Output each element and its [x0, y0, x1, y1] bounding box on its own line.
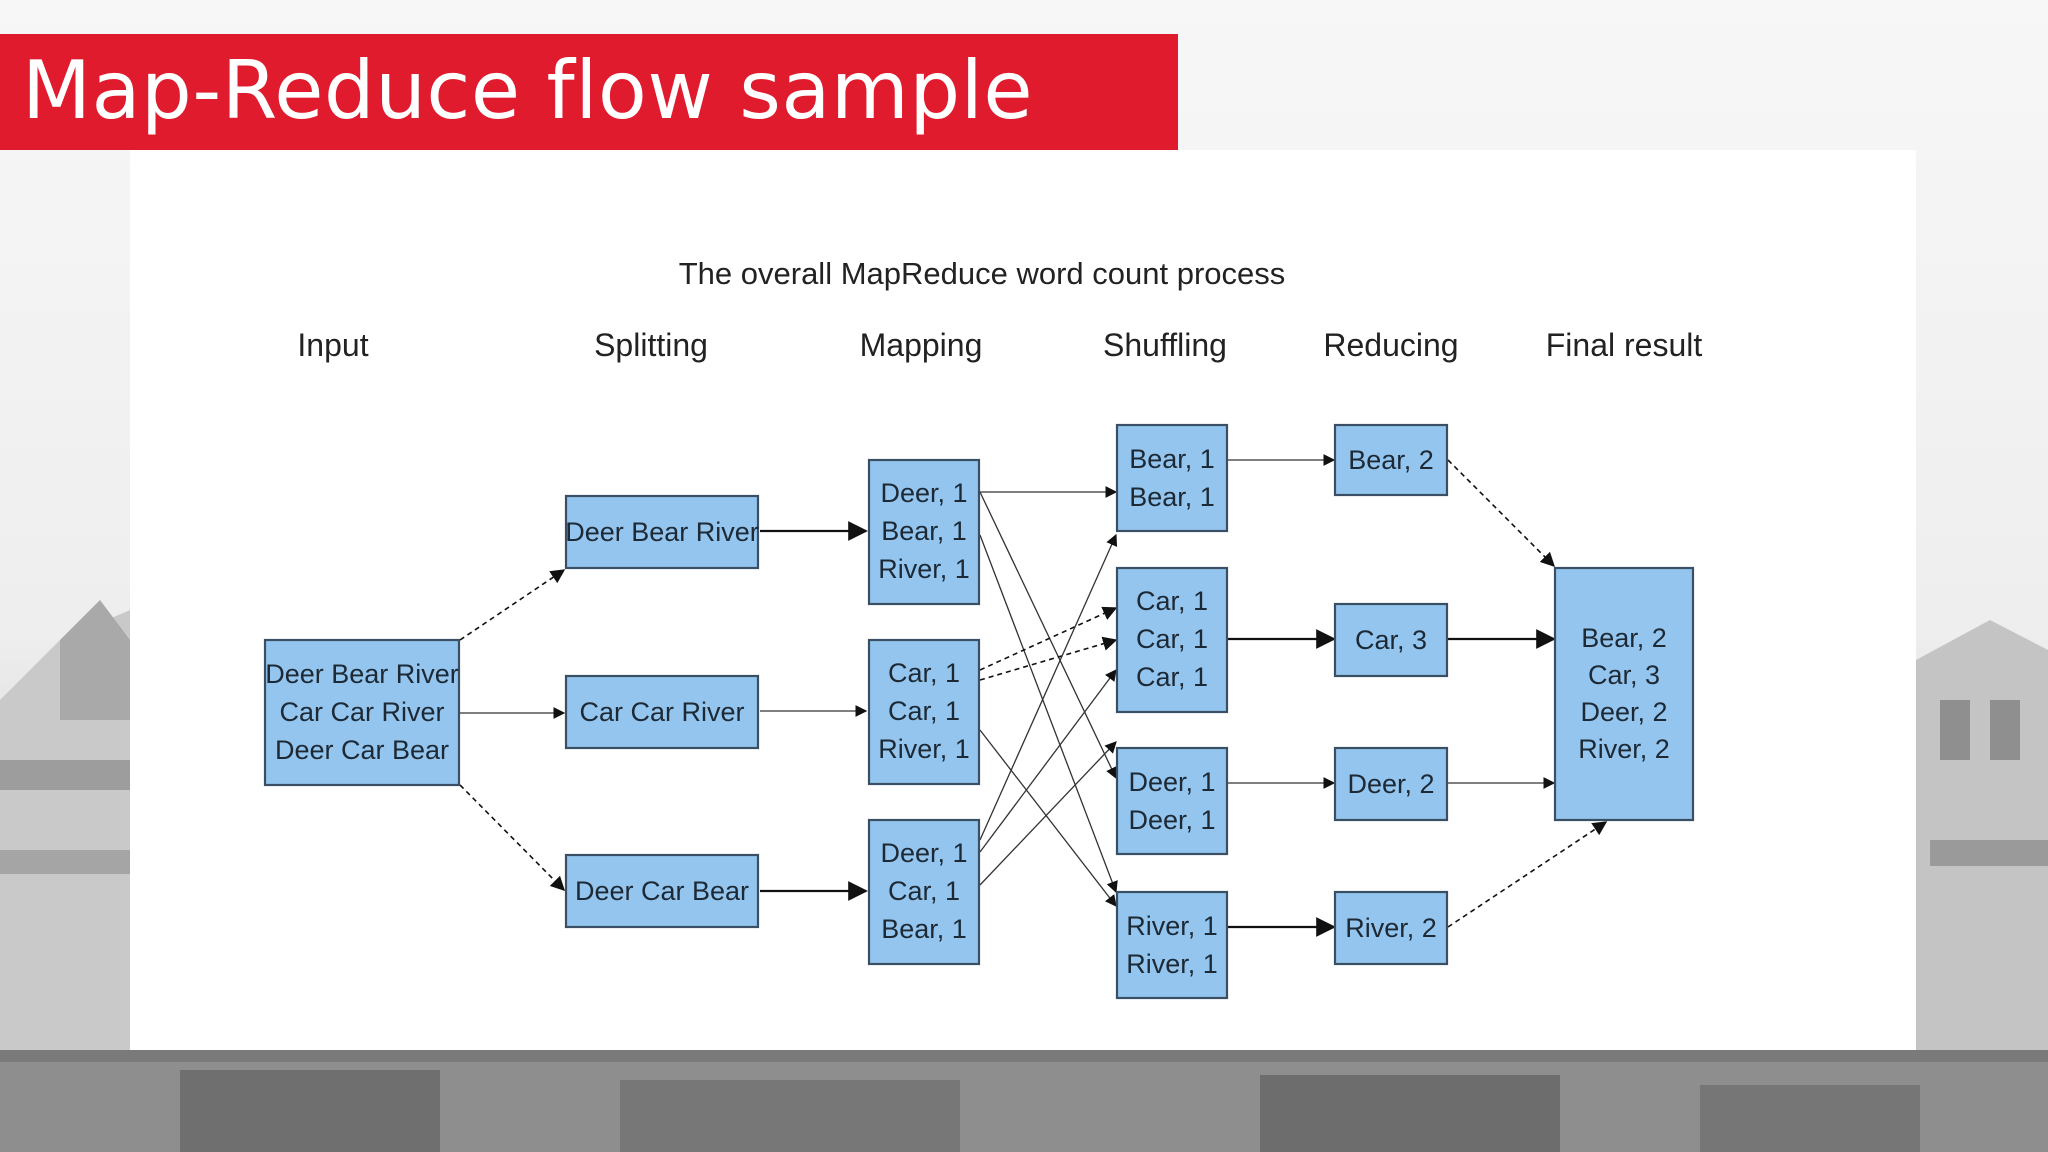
- diagram-caption: The overall MapReduce word count process: [679, 256, 1286, 291]
- edge-map-car2: [979, 636, 1118, 681]
- split-line: Car Car River: [579, 697, 744, 727]
- reduce-box-deer: Deer, 2: [1333, 746, 1449, 822]
- final-line: Car, 3: [1588, 660, 1660, 690]
- shuffle-box-deer: Deer, 1 Deer, 1: [1115, 746, 1229, 856]
- stage-final-label: Final result: [1546, 327, 1703, 363]
- shuffle-line: Car, 1: [1136, 586, 1208, 616]
- reduce-line: Car, 3: [1355, 625, 1427, 655]
- reduce-box-bear: Bear, 2: [1333, 423, 1449, 497]
- stage-splitting-label: Splitting: [594, 327, 708, 363]
- edges: [459, 454, 1608, 937]
- final-line: Bear, 2: [1581, 623, 1667, 653]
- input-line: Car Car River: [279, 697, 444, 727]
- edge-map-deer2: [979, 669, 1117, 853]
- stage-input-label: Input: [297, 327, 368, 363]
- map-box-2: Car, 1 Car, 1 River, 1: [867, 638, 981, 786]
- diagram-panel: The overall MapReduce word count process…: [130, 150, 1916, 1050]
- map-line: River, 1: [878, 554, 970, 584]
- edge-input-split3: [459, 784, 566, 892]
- edge-reduce-river: [1447, 821, 1608, 928]
- map-line: Car, 1: [888, 876, 960, 906]
- edge-map-car3: [979, 741, 1117, 886]
- split-box-3: Deer Car Bear: [564, 853, 760, 929]
- shuffle-line: Bear, 1: [1129, 444, 1215, 474]
- stage-shuffling-label: Shuffling: [1103, 327, 1227, 363]
- reduce-box-river: River, 2: [1333, 890, 1449, 966]
- map-line: Bear, 1: [881, 914, 967, 944]
- reduce-line: Bear, 2: [1348, 445, 1434, 475]
- shuffle-line: Deer, 1: [1128, 805, 1215, 835]
- title-bar: Map-Reduce flow sample: [0, 34, 1178, 150]
- map-line: Deer, 1: [880, 478, 967, 508]
- edge-map-bear2: [979, 533, 1118, 841]
- slide-title: Map-Reduce flow sample: [22, 44, 1034, 137]
- shuffle-line: River, 1: [1126, 911, 1218, 941]
- map-box-1: Deer, 1 Bear, 1 River, 1: [867, 458, 981, 606]
- reduce-line: Deer, 2: [1347, 769, 1434, 799]
- final-line: River, 2: [1578, 734, 1670, 764]
- shuffle-box-bear: Bear, 1 Bear, 1: [1115, 423, 1229, 533]
- stage-mapping-label: Mapping: [860, 327, 983, 363]
- shuffle-line: Car, 1: [1136, 662, 1208, 692]
- edge-input-split1: [459, 569, 566, 641]
- shuffle-line: Car, 1: [1136, 624, 1208, 654]
- final-result-box: Bear, 2 Car, 3 Deer, 2 River, 2: [1553, 566, 1695, 822]
- reduce-box-car: Car, 3: [1333, 602, 1449, 678]
- edge-map-river2: [979, 729, 1117, 907]
- map-line: River, 1: [878, 734, 970, 764]
- map-line: Car, 1: [888, 658, 960, 688]
- shuffle-line: Deer, 1: [1128, 767, 1215, 797]
- map-line: Deer, 1: [880, 838, 967, 868]
- input-box: Deer Bear River Car Car River Deer Car B…: [263, 638, 461, 787]
- shuffle-line: River, 1: [1126, 949, 1218, 979]
- split-line: Deer Bear River: [565, 517, 759, 547]
- input-line: Deer Bear River: [265, 659, 459, 689]
- input-line: Deer Car Bear: [275, 735, 449, 765]
- edge-reduce-bear: [1447, 459, 1556, 568]
- shuffle-box-river: River, 1 River, 1: [1115, 890, 1229, 1000]
- final-line: Deer, 2: [1580, 697, 1667, 727]
- map-box-3: Deer, 1 Car, 1 Bear, 1: [867, 818, 981, 966]
- reduce-line: River, 2: [1345, 913, 1437, 943]
- shuffle-box-car: Car, 1 Car, 1 Car, 1: [1115, 566, 1229, 714]
- map-line: Car, 1: [888, 696, 960, 726]
- edge-map-car1: [979, 606, 1118, 671]
- split-box-1: Deer Bear River: [564, 494, 760, 570]
- stage-reducing-label: Reducing: [1323, 327, 1458, 363]
- edge-map-deer1: [979, 491, 1117, 780]
- split-box-2: Car Car River: [564, 674, 760, 750]
- edge-map-river1: [979, 534, 1118, 894]
- split-line: Deer Car Bear: [575, 876, 749, 906]
- map-line: Bear, 1: [881, 516, 967, 546]
- shuffle-line: Bear, 1: [1129, 482, 1215, 512]
- mapreduce-diagram: The overall MapReduce word count process…: [263, 256, 1703, 1000]
